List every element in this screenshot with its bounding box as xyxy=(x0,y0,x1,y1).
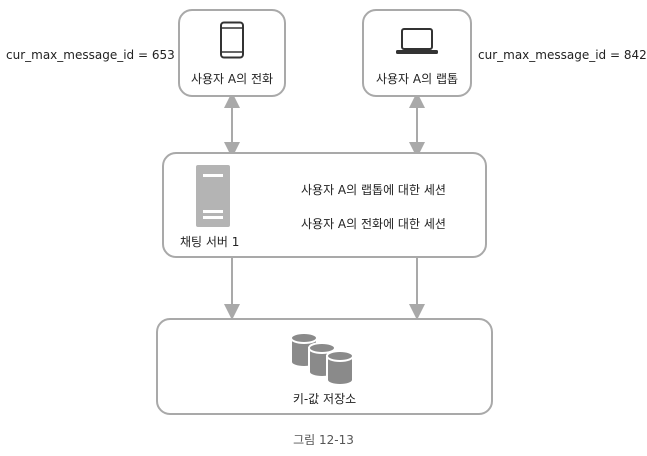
phone-device-box: 사용자 A의 전화 xyxy=(178,9,286,97)
chat-server-label: 채팅 서버 1 xyxy=(180,235,240,249)
laptop-icon xyxy=(396,28,438,54)
kv-store-label: 키-값 저장소 xyxy=(292,392,357,406)
figure-caption: 그림 12-13 xyxy=(293,433,354,447)
session-phone: 사용자 A의 전화에 대한 세션 xyxy=(301,217,446,231)
database-icon xyxy=(290,332,354,386)
phone-cur-max-message-id: cur_max_message_id = 653 xyxy=(6,48,175,62)
laptop-cur-max-message-id: cur_max_message_id = 842 xyxy=(478,48,647,62)
phone-device-label: 사용자 A의 전화 xyxy=(190,72,274,86)
kv-store-box: 키-값 저장소 xyxy=(156,318,493,415)
session-laptop: 사용자 A의 랩톱에 대한 세션 xyxy=(301,183,446,197)
phone-icon xyxy=(220,21,244,59)
server-icon xyxy=(196,165,230,227)
chat-server-box: 채팅 서버 1 사용자 A의 랩톱에 대한 세션 사용자 A의 전화에 대한 세… xyxy=(162,152,487,258)
laptop-device-label: 사용자 A의 랩톱 xyxy=(375,72,459,86)
laptop-device-box: 사용자 A의 랩톱 xyxy=(362,9,472,97)
